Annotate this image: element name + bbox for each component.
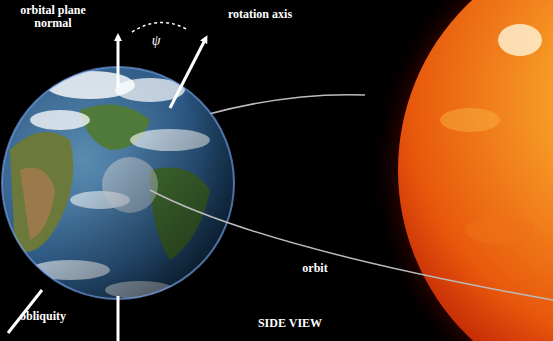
view-label: SIDE VIEW [245,317,335,330]
orbit-label: orbit [295,262,335,275]
angle-symbol: ψ [148,34,164,47]
angle-label: obliquity [8,310,78,323]
axis-label: rotation axis [210,8,310,21]
axis-label: orbital plane normal [3,4,103,30]
